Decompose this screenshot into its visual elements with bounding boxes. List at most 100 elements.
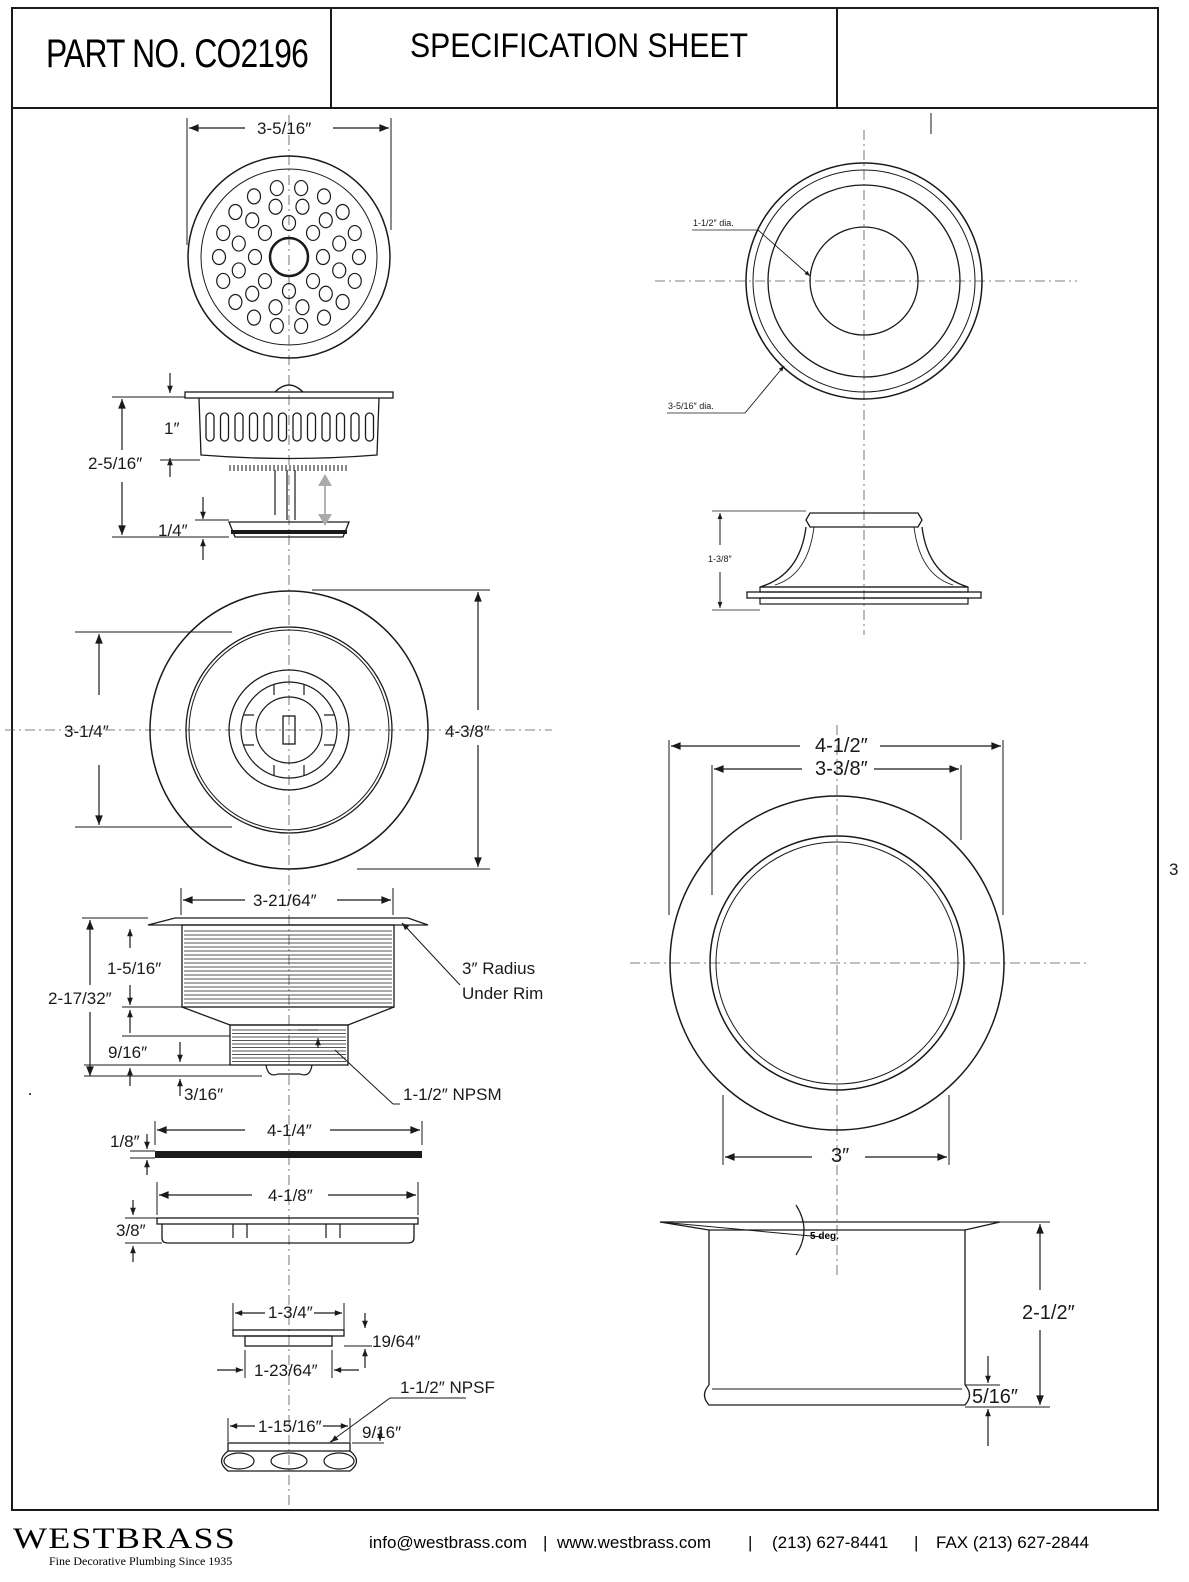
dim-radius-line2: Under Rim: [462, 984, 543, 1003]
dim-nut-9-16: 9/16″: [362, 1423, 401, 1442]
basket-slot: [234, 412, 244, 442]
dim-npsm: 1-1/2″ NPSM: [403, 1085, 502, 1104]
dim-stopper-1-3-8: 1-3/8″: [708, 554, 733, 564]
strainer-hole: [295, 299, 310, 316]
dim-ring-4-1-8: 4-1/8″: [268, 1186, 313, 1205]
basket-slot: [306, 412, 317, 442]
basket-slot: [219, 412, 230, 442]
strainer-hole: [246, 188, 262, 205]
strainer-hole: [216, 272, 231, 290]
basket-slot: [263, 412, 273, 442]
dim-body-2-17-32: 2-17/32″: [48, 989, 112, 1008]
strainer-hole: [335, 203, 350, 221]
footer-email[interactable]: info@westbrass.com: [369, 1533, 527, 1552]
dim-stopper-1-1-2-dia: 1-1/2″ dia.: [693, 218, 734, 228]
dim-strainer-top-width: 3-5/16″: [257, 119, 311, 138]
brand-logo: WESTBRASS: [13, 1522, 236, 1555]
basket-side-view: 1″ 2-5/16″ 1/4″: [88, 373, 394, 560]
strainer-hole: [257, 224, 273, 242]
dim-washer-1-3-4: 1-3/4″: [268, 1303, 313, 1322]
dim-body-9-16: 9/16″: [108, 1043, 147, 1062]
basket-slot: [205, 412, 215, 442]
strainer-hole: [216, 224, 231, 242]
dim-ring-3-8: 3/8″: [116, 1221, 146, 1240]
strainer-hole: [335, 293, 350, 311]
gasket-view: 4-1/4″ 1/8″: [110, 1121, 423, 1175]
dim-flange-3-1-4: 3-1/4″: [64, 722, 109, 741]
basket-slot: [321, 412, 331, 442]
footer-fax[interactable]: FAX (213) 627-2844: [936, 1533, 1089, 1552]
dim-basket-1-4: 1/4″: [158, 521, 188, 540]
strainer-hole: [211, 248, 227, 266]
strainer-hole: [268, 299, 283, 316]
drawing-frame: [11, 107, 1159, 1511]
strainer-hole: [245, 212, 260, 229]
nut-view: 1-15/16″ 1-1/2″ NPSF 9/16″: [220, 1378, 495, 1472]
strainer-hole: [247, 248, 263, 266]
strainer-hole: [228, 203, 243, 221]
dim-disposal-3-3-8: 3-3/8″: [815, 758, 868, 780]
strainer-hole: [295, 198, 310, 215]
strainer-hole: [269, 179, 284, 197]
dim-radius-line1: 3″ Radius: [462, 959, 535, 978]
dim-disposal-5-16: 5/16″: [972, 1386, 1018, 1408]
dim-npsf: 1-1/2″ NPSF: [400, 1378, 495, 1397]
dim-washer-19-64: 19/64″: [372, 1332, 421, 1351]
brand-tagline: Fine Decorative Plumbing Since 1935: [49, 1554, 232, 1568]
strainer-hole: [245, 285, 260, 302]
dim-body-1-5-16: 1-5/16″: [107, 959, 161, 978]
strainer-hole: [231, 235, 246, 252]
strainer-hole: [316, 188, 332, 205]
dim-disposal-4-1-2: 4-1/2″: [815, 735, 868, 757]
stopper-side-view: 1-3/8″: [708, 510, 982, 611]
dim-stopper-3-5-16-dia: 3-5/16″ dia.: [668, 401, 714, 411]
dim-gasket-4-1-4: 4-1/4″: [267, 1121, 312, 1140]
basket-slot: [350, 412, 360, 442]
strainer-hole: [269, 317, 284, 335]
strainer-hole: [246, 309, 262, 326]
strainer-hole: [231, 262, 246, 279]
basket-slot: [248, 412, 259, 442]
disposal-flange-side-view: 5 deg. 2-1/2″ 5/16″: [659, 1204, 1075, 1446]
body-side-view: 3-21/64″ 2-17/32″ 1-5/16″ 9/16″ 3/16″ 3″…: [29, 888, 543, 1105]
header-table: PART NO. CO2196 SPECIFICATION SHEET: [11, 7, 1159, 109]
basket-slot: [335, 412, 346, 442]
dim-washer-1-23-64: 1-23/64″: [254, 1361, 318, 1380]
footer-phone[interactable]: (213) 627-8441: [772, 1533, 888, 1552]
strainer-hole: [305, 272, 321, 290]
dim-disposal-2-1-2: 2-1/2″: [1022, 1302, 1075, 1324]
dim-disposal-5-deg: 5 deg.: [810, 1231, 839, 1242]
strainer-hole: [257, 272, 273, 290]
strainer-hole: [351, 248, 367, 266]
footer-website[interactable]: www.westbrass.com: [556, 1533, 711, 1552]
dim-body-3-16: 3/16″: [184, 1085, 223, 1104]
strainer-hole: [347, 224, 362, 242]
washer-view: 1-3/4″ 19/64″ 1-23/64″: [217, 1303, 421, 1380]
footer-sep-1: |: [543, 1533, 547, 1552]
disposal-flange-top-view: 4-1/2″ 3-3/8″ 3″: [630, 735, 1088, 1167]
strainer-top-view: 3-5/16″: [186, 118, 392, 359]
strainer-hole: [315, 248, 331, 266]
strainer-hole: [347, 272, 362, 290]
flange-top-view: 3-1/4″ 4-3/8″: [5, 589, 552, 870]
dim-body-3-21-64: 3-21/64″: [253, 891, 317, 910]
strainer-hole: [332, 235, 347, 252]
footer: WESTBRASS Fine Decorative Plumbing Since…: [13, 1522, 1089, 1568]
basket-slot: [277, 412, 288, 442]
dim-nut-1-15-16: 1-15/16″: [258, 1417, 322, 1436]
strainer-hole: [268, 198, 283, 215]
strainer-hole: [316, 309, 332, 326]
footer-sep-2: |: [748, 1533, 752, 1552]
footer-sep-3: |: [914, 1533, 918, 1552]
dim-basket-2-5-16: 2-5/16″: [88, 454, 142, 473]
strainer-hole: [318, 285, 333, 302]
dim-basket-1: 1″: [164, 419, 179, 438]
page-number: 3: [1169, 860, 1178, 879]
sheet-title: SPECIFICATION SHEET: [410, 27, 748, 65]
strainer-hole: [281, 282, 297, 300]
basket-slot: [364, 412, 375, 442]
strainer-hole: [228, 293, 243, 311]
strainer-hole: [294, 317, 309, 335]
part-number: PART NO. CO2196: [46, 32, 308, 76]
